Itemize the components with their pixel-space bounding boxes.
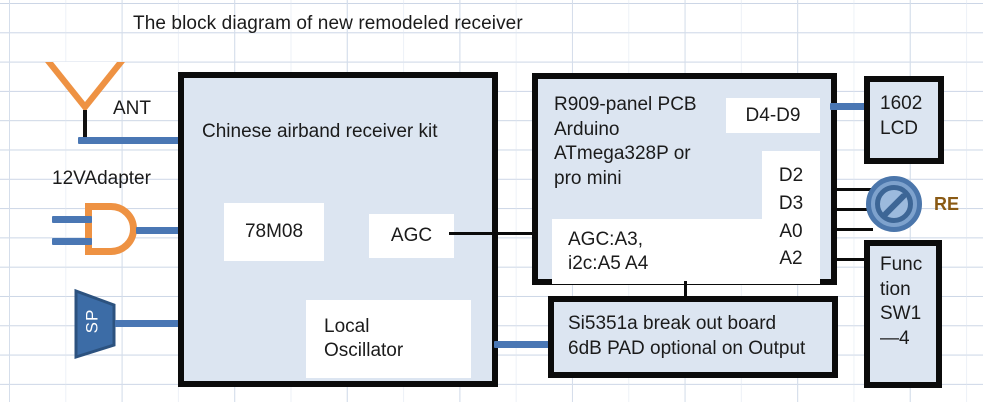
- speaker-label: SP: [82, 308, 102, 334]
- wire-agc-to-arduino: [449, 232, 548, 235]
- wire-antenna-to-receiver: [78, 137, 188, 144]
- wire-a2-to-function-switch: [831, 258, 873, 261]
- subbox-io-pins[interactable]: D2 D3 A0 A2: [762, 151, 820, 284]
- adapter-label: 12VAdapter: [52, 168, 151, 189]
- wire-adapter-in-1: [52, 216, 92, 223]
- wire-d3-to-rotary-encoder: [831, 208, 873, 211]
- wire-adapter-in-2: [52, 238, 92, 245]
- subbox-local-oscillator[interactable]: Local Oscillator: [306, 300, 471, 378]
- block-arduino[interactable]: R909-panel PCB Arduino ATmega328P or pro…: [532, 73, 837, 285]
- function-switch-text: Func tion SW1 —4: [880, 254, 923, 350]
- rotary-encoder-icon[interactable]: [866, 176, 922, 232]
- block-1602-lcd[interactable]: 1602 LCD: [864, 76, 944, 164]
- antenna-mast: [83, 110, 87, 140]
- arduino-title: R909-panel PCB Arduino ATmega328P or pro…: [554, 94, 697, 190]
- subbox-lcd-pins[interactable]: D4-D9: [726, 98, 820, 133]
- subbox-analog-pins[interactable]: AGC:A3, i2c:A5 A4: [552, 219, 762, 284]
- rotary-encoder-label: RE: [934, 194, 960, 214]
- block-function-switch[interactable]: Func tion SW1 —4: [864, 240, 942, 388]
- antenna-icon: [45, 62, 125, 112]
- block-si5351a[interactable]: Si5351a break out board 6dB PAD optional…: [548, 296, 838, 378]
- wire-arduino-to-lcd: [830, 103, 870, 110]
- block-chinese-airband-receiver-kit[interactable]: Chinese airband receiver kit 78M08 AGC L…: [178, 72, 498, 387]
- wire-speaker-to-receiver: [115, 320, 190, 327]
- wire-adapter-to-receiver: [136, 227, 188, 234]
- wire-si5351a-to-receiver: [494, 341, 552, 348]
- subbox-78m08[interactable]: 78M08: [224, 203, 324, 261]
- lcd-text: 1602 LCD: [880, 93, 923, 139]
- diagram-title: The block diagram of new remodeled recei…: [133, 13, 523, 34]
- receiver-kit-title: Chinese airband receiver kit: [202, 121, 438, 142]
- power-adapter-icon: [85, 203, 137, 255]
- si5351a-text: Si5351a break out board 6dB PAD optional…: [568, 313, 806, 359]
- wire-a0-to-rotary-encoder: [831, 228, 873, 231]
- wire-arduino-to-si5351a: [684, 281, 687, 297]
- subbox-agc[interactable]: AGC: [369, 214, 454, 258]
- antenna-label: ANT: [113, 98, 151, 119]
- speaker-icon: SP: [70, 283, 120, 363]
- wire-d2-to-rotary-encoder: [831, 188, 873, 191]
